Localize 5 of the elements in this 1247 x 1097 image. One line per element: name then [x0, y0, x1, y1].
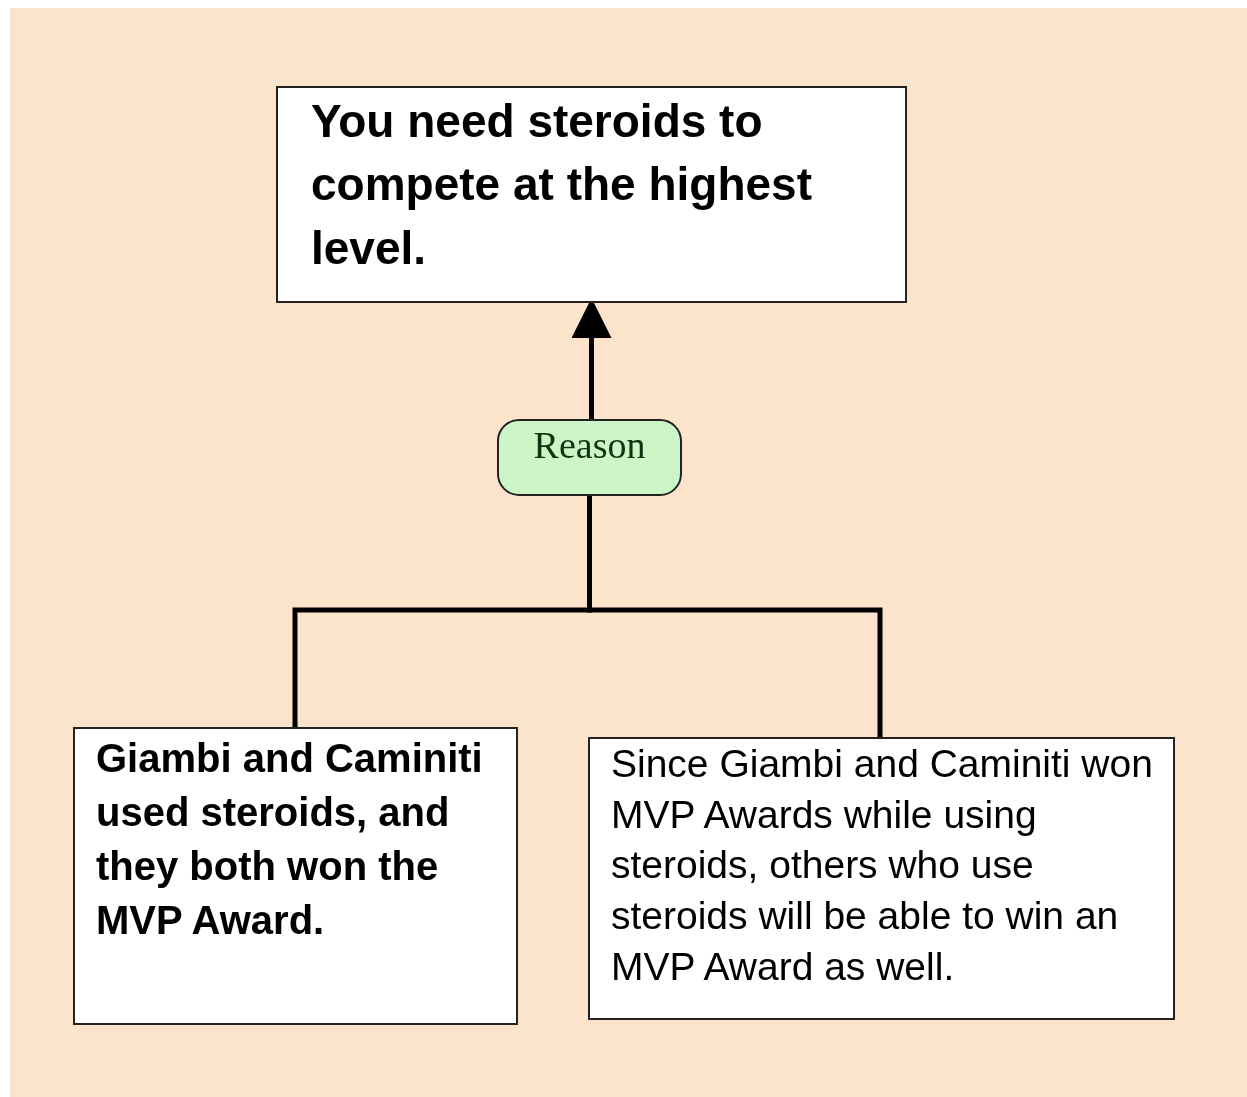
premise-box: Since Giambi and Caminiti won MVP Awards while using steroids, others who use steroids will be able to win an MVP Award as well. [588, 737, 1175, 1020]
claim-box: You need steroids to compete at the highest level. [276, 86, 907, 303]
connector-line [587, 496, 883, 737]
reason-label: Reason [497, 419, 682, 496]
premise-box: Giambi and Caminiti used steroids, and they both won the MVP Award. [73, 727, 518, 1025]
